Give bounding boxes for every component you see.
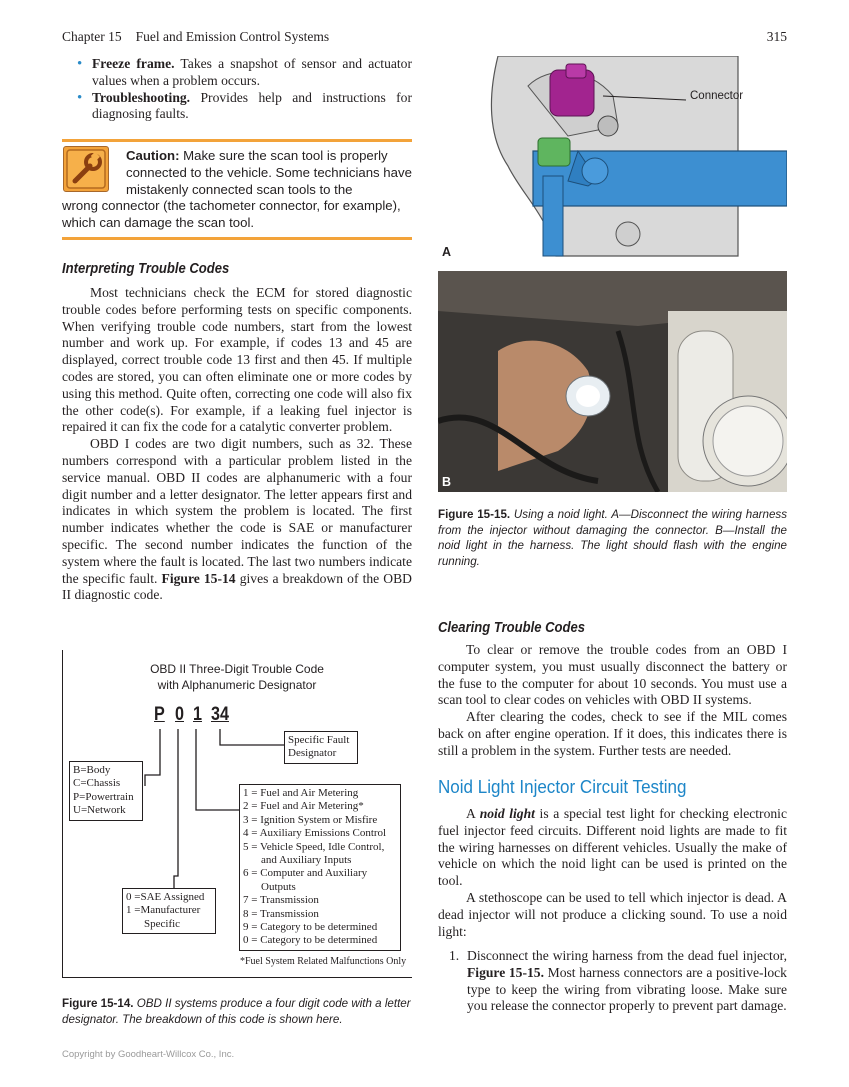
wrench-icon (63, 146, 109, 192)
bullet-text: Takes a snapshot of sensor and actuator … (92, 56, 412, 88)
diagram-left-border (62, 650, 63, 978)
panel-b-label: B (442, 475, 452, 489)
step-1: 1. Disconnect the wiring harness from the… (438, 948, 787, 1015)
box-line: and Auxiliary Inputs (261, 854, 352, 867)
page-number: 315 (766, 29, 787, 44)
caption-text: Using a noid light. A—Disconnect the wir… (438, 508, 787, 568)
copyright-footer: Copyright by Goodheart-Willcox Co., Inc. (62, 1049, 235, 1060)
paragraph-text: is a special test light for checking ele… (438, 806, 787, 889)
box-line: 1 = Fuel and Air Metering (243, 787, 359, 799)
chapter-number: Chapter 15 (62, 29, 122, 44)
figure-15-caption: Figure 15-15. Using a noid light. A—Disc… (438, 507, 787, 569)
interpreting-body: Most technicians check the ECM for store… (62, 285, 412, 604)
step-number: 1. (449, 948, 460, 963)
bullet-troubleshooting: • Troubleshooting. Provides help and inst… (62, 90, 412, 124)
bullet-freeze-frame: • Freeze frame. Takes a snapshot of senso… (62, 56, 412, 90)
system-designator-box: B=Body C=Chassis P=Powertrain U=Network (69, 761, 143, 821)
box-line: 5 = Vehicle Speed, Idle Control, (243, 840, 385, 853)
box-line: Specific Fault (288, 734, 350, 746)
box-line: 7 = Transmission (243, 894, 319, 907)
box-line: 3 = Ignition System or Misfire (243, 813, 378, 826)
noid-body: A noid light is a special test light for… (438, 806, 787, 940)
box-line: 8 = Transmission (243, 907, 319, 920)
paragraph-text: gives a breakdown of the OBD II diagnost… (62, 570, 413, 603)
box-line: U=Network (73, 804, 126, 817)
bullet-term: Troubleshooting. (92, 89, 191, 105)
box-line: 0 = Category to be determined (243, 934, 378, 947)
caution-label: Caution: (126, 148, 180, 163)
chapter-title: Fuel and Emission Control Systems (135, 29, 330, 44)
box-line: 0 =SAE Assigned (126, 891, 205, 903)
caution-bottom-rule (62, 237, 412, 240)
clearing-heading: Clearing Trouble Codes (438, 620, 585, 636)
box-line: 4 = Auxiliary Emissions Control (243, 827, 387, 840)
diagram-title-line: OBD II Three-Digit Trouble Code (150, 662, 324, 676)
box-line: 1 =Manufacturer (126, 904, 201, 917)
panel-a-label: A (442, 245, 452, 259)
interpreting-heading: Interpreting Trouble Codes (62, 261, 230, 277)
caution-top-rule (62, 139, 412, 142)
noid-paragraph-2: A stethoscope can be used to tell which … (438, 889, 787, 939)
sae-box: 0 =SAE Assigned 1 =Manufacturer Specific (122, 888, 216, 935)
box-line: B=Body (73, 764, 111, 776)
code-digits-3-4: 34 (211, 704, 229, 725)
figure-14-caption: Figure 15-14. OBD II systems produce a f… (62, 996, 414, 1027)
clearing-paragraph-2: After clearing the codes, check to see i… (438, 709, 787, 758)
noid-paragraph-1: A noid light is a special test light for… (438, 806, 787, 890)
figure-15-panel-a-illustration (438, 55, 788, 266)
box-line: 6 = Computer and Auxiliary (243, 867, 368, 880)
bullet-dot-icon: • (77, 89, 83, 106)
interpreting-paragraph-1: Most technicians check the ECM for store… (62, 285, 412, 435)
noid-section-heading: Noid Light Injector Circuit Testing (438, 776, 687, 797)
step-text: Disconnect the wiring harness from the d… (467, 948, 787, 963)
running-header: Chapter 15 Fuel and Emission Control Syst… (62, 29, 329, 45)
diagram-title-line: with Alphanumeric Designator (157, 678, 317, 692)
connector-callout: Connector (690, 90, 744, 102)
feature-bullet-list: • Freeze frame. Takes a snapshot of senso… (62, 56, 412, 123)
box-line: C=Chassis (73, 777, 121, 790)
obd-code-diagram: OBD II Three-Digit Trouble Code with Alp… (62, 650, 412, 978)
code-letter: P (154, 704, 165, 725)
caption-label: Figure 15-14. (62, 997, 134, 1010)
diagram-footnote: *Fuel System Related Malfunctions Only (240, 956, 407, 967)
caution-text-rest: wrong connector (the tachometer connecto… (62, 198, 401, 230)
code-digit-2: 1 (193, 704, 202, 725)
caution-text-first: Caution: Make sure the scan tool is prop… (126, 148, 416, 198)
caution-body: Make sure the scan tool is properly conn… (126, 148, 412, 197)
noid-steps-list: 1. Disconnect the wiring harness from the… (438, 948, 787, 1015)
specific-fault-box: Specific Fault Designator (284, 731, 358, 764)
clearing-body: To clear or remove the trouble codes fro… (438, 642, 787, 760)
box-line: P=Powertrain (73, 790, 134, 803)
diagram-title: OBD II Three-Digit Trouble Code with Alp… (62, 661, 412, 693)
caption-text: OBD II systems produce a four digit code… (62, 997, 411, 1026)
bullet-term: Freeze frame. (92, 56, 175, 71)
box-line: Designator (288, 747, 337, 760)
figure-reference: Figure 15-14 (161, 570, 236, 586)
box-line: 9 = Category to be determined (243, 921, 378, 934)
clearing-paragraph-1: To clear or remove the trouble codes fro… (438, 642, 787, 708)
diagram-bottom-border (62, 977, 412, 978)
figure-15-panel-b-photo (438, 271, 787, 492)
bullet-text: Provides help and instructions for diagn… (92, 89, 412, 122)
code-digit-1: 0 (175, 704, 184, 725)
interpreting-paragraph-2: OBD I codes are two digit numbers, such … (62, 436, 412, 604)
paragraph-text: OBD I codes are two digit numbers, such … (62, 436, 412, 586)
paragraph-text: A (466, 806, 480, 821)
figure-reference: Figure 15-15. (467, 964, 544, 980)
box-line: 2 = Fuel and Air Metering* (243, 800, 364, 813)
bullet-dot-icon: • (77, 56, 83, 72)
box-line: Specific (144, 917, 181, 930)
step-text: Most harness connectors are a positive-l… (467, 964, 787, 1014)
box-line: Outputs (261, 880, 296, 893)
function-code-box: 1 = Fuel and Air Metering 2 = Fuel and A… (239, 784, 401, 951)
diagram-connector-lines (144, 729, 285, 888)
defined-term: noid light (479, 806, 535, 821)
caption-label: Figure 15-15. (438, 508, 511, 521)
